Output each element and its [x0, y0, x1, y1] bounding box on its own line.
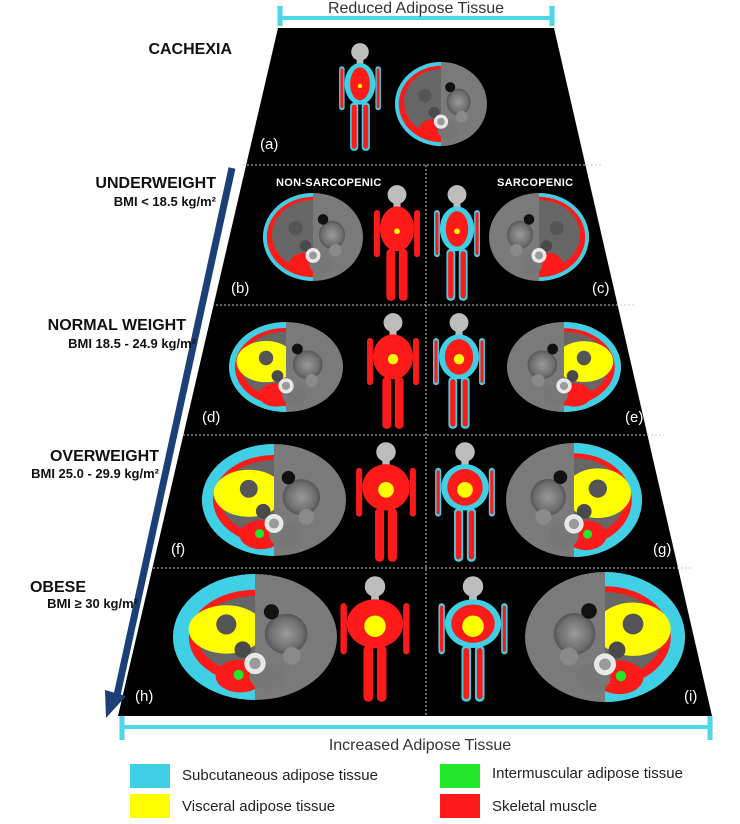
column-non-sarcopenic: NON-SARCOPENIC [276, 177, 382, 189]
body-obese-nonsarcopenic [340, 576, 410, 702]
body-overweight-nonsarcopenic [356, 442, 416, 562]
panel-label-c: (c) [592, 280, 610, 297]
legend-swatch-intermuscular [440, 764, 480, 788]
ct-scan-d [229, 322, 343, 412]
ct-scan-a [395, 62, 487, 146]
legend-swatch-subcutaneous [130, 764, 170, 788]
category-overweight: OVERWEIGHT [49, 448, 159, 465]
panel-label-i: (i) [684, 688, 698, 705]
category-cachexia: CACHEXIA [148, 41, 232, 58]
body-cachexia [339, 43, 381, 151]
ct-scan-i [525, 572, 685, 702]
grid-separators [153, 164, 691, 716]
ct-scan-c [489, 193, 589, 281]
ct-scan-f [202, 444, 346, 556]
legend-label-subcutaneous: Subcutaneous adipose tissue [182, 767, 378, 784]
bmi-underweight: BMI < 18.5 kg/m² [113, 194, 216, 209]
legend-label-skeletal-muscle: Skeletal muscle [492, 798, 598, 815]
legend-label-visceral: Visceral adipose tissue [182, 798, 336, 815]
body-underweight-nonsarcopenic [373, 185, 421, 301]
reduced-adipose-label: Reduced Adipose Tissue [327, 0, 505, 17]
panel-label-a: (a) [260, 136, 279, 153]
panel-label-g: (g) [653, 541, 672, 558]
legend-swatch-visceral [130, 794, 170, 818]
panel-label-b: (b) [231, 280, 250, 297]
ct-scan-e [507, 322, 621, 412]
bmi-overweight: BMI 25.0 - 29.9 kg/m² [31, 466, 159, 481]
reduced-adipose-bar [277, 6, 555, 26]
body-overweight-sarcopenic [435, 442, 495, 562]
increased-adipose-bar [119, 716, 713, 740]
body-obese-sarcopenic [438, 576, 508, 702]
body-normal-sarcopenic [433, 313, 485, 429]
category-normal-weight: NORMAL WEIGHT [47, 317, 186, 334]
ct-scan-h [173, 574, 337, 700]
body-normal-nonsarcopenic [367, 313, 419, 429]
bmi-arrow [105, 167, 236, 718]
legend-label-intermuscular: Intermuscular adipose tissue [492, 765, 683, 782]
increased-adipose-label: Increased Adipose Tissue [328, 737, 512, 754]
ct-scan-g [506, 443, 642, 557]
bmi-obese: BMI ≥ 30 kg/m² [47, 596, 138, 611]
category-obese: OBESE [29, 579, 86, 596]
panel-label-d: (d) [202, 409, 221, 426]
panel-label-e: (e) [625, 409, 644, 426]
ct-scan-b [263, 193, 363, 281]
legend-swatch-skeletal-muscle [440, 794, 480, 818]
panel-label-h: (h) [135, 688, 154, 705]
column-sarcopenic: SARCOPENIC [497, 177, 574, 189]
category-underweight: UNDERWEIGHT [95, 175, 216, 192]
panel-label-f: (f) [171, 541, 186, 558]
body-underweight-sarcopenic [433, 185, 481, 301]
bmi-normal-weight: BMI 18.5 - 24.9 kg/m² [68, 336, 196, 351]
